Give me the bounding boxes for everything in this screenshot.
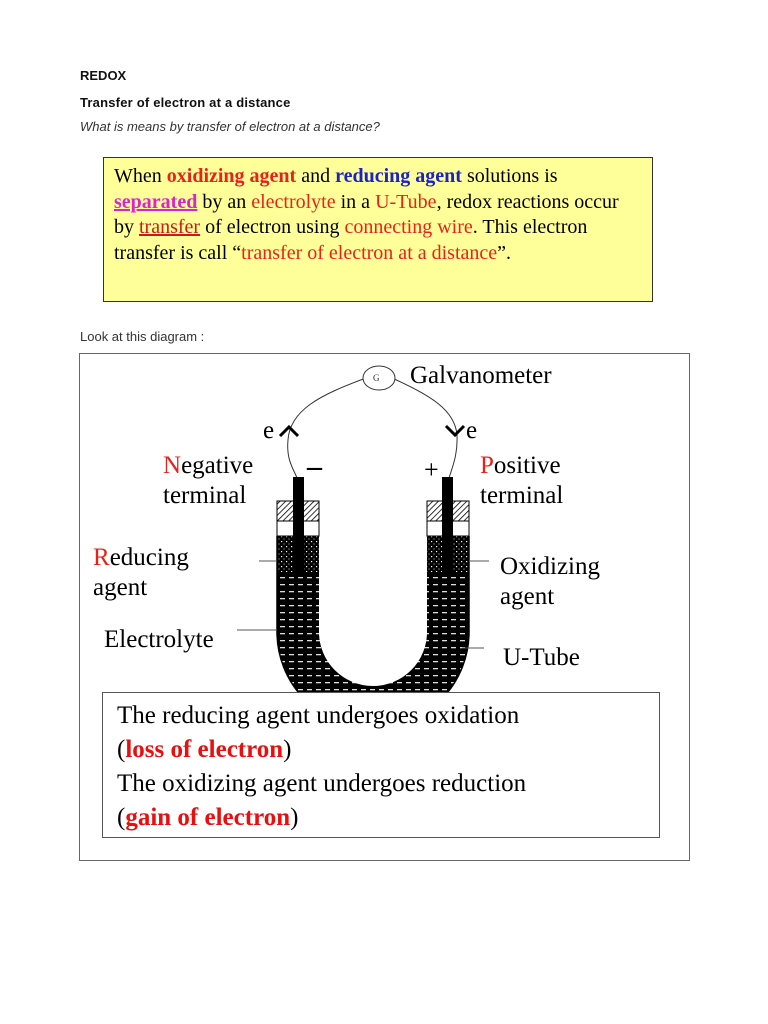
term-reducing-agent: reducing agent <box>335 165 462 187</box>
term-u-tube: U-Tube <box>375 190 437 213</box>
diagram-frame <box>79 353 690 861</box>
negative-sign: – <box>307 450 322 483</box>
electrolyte-label: Electrolyte <box>104 626 214 653</box>
def-text: . This electron transfer is call “ <box>114 216 588 264</box>
gain-of-electron-text: gain of electron <box>125 804 291 831</box>
explanation-line-reduction: The oxidizing agent undergoes reduction <box>117 770 527 797</box>
electrode-positive <box>442 477 453 572</box>
galvanometer-label: Galvanometer <box>410 362 552 389</box>
term-separated: separated <box>114 190 198 213</box>
term-transfer: transfer <box>139 216 201 238</box>
electrode-negative <box>293 477 304 572</box>
galvanometer-icon <box>362 365 396 391</box>
positive-sign: + <box>424 455 439 484</box>
explanation-line-oxidation: The reducing agent undergoes oxidation <box>117 702 520 729</box>
galvanometer-symbol: G <box>373 373 380 383</box>
arrow-up-icon <box>278 424 300 438</box>
def-text: ”. <box>497 241 512 264</box>
term-transfer-at-distance: transfer of electron at a distance <box>241 241 498 264</box>
explanation-line-gain: (gain of electron) <box>117 804 299 831</box>
def-text: When <box>114 165 167 187</box>
loss-of-electron-text: loss of electron <box>125 736 284 763</box>
def-text: and <box>296 165 336 187</box>
electron-left-label: e <box>263 417 275 444</box>
electron-right-label: e <box>466 417 478 444</box>
def-text: by an <box>197 190 252 213</box>
explanation-box: The reducing agent undergoes oxidation (… <box>102 692 660 838</box>
def-text: of electron using <box>200 216 345 238</box>
term-oxidizing-agent: oxidizing agent <box>166 165 297 187</box>
question-text: What is means by transfer of electron at… <box>80 119 380 134</box>
document-title: REDOX <box>80 68 127 83</box>
explanation-line-loss: (loss of electron) <box>117 736 292 763</box>
def-text: in a <box>335 190 376 213</box>
section-heading: Transfer of electron at a distance <box>80 95 291 110</box>
term-electrolyte: electrolyte <box>251 190 336 213</box>
def-text: , redox reactions occur by <box>114 190 619 239</box>
term-connecting-wire: connecting wire <box>344 216 473 238</box>
u-tube-label: U-Tube <box>503 644 580 671</box>
def-text: solutions is <box>461 165 558 187</box>
definition-box: When oxidizing agent and reducing agent … <box>103 157 653 302</box>
intro-text: Look at this diagram : <box>80 329 205 344</box>
arrow-down-icon <box>444 424 466 438</box>
wire-left <box>287 377 367 479</box>
